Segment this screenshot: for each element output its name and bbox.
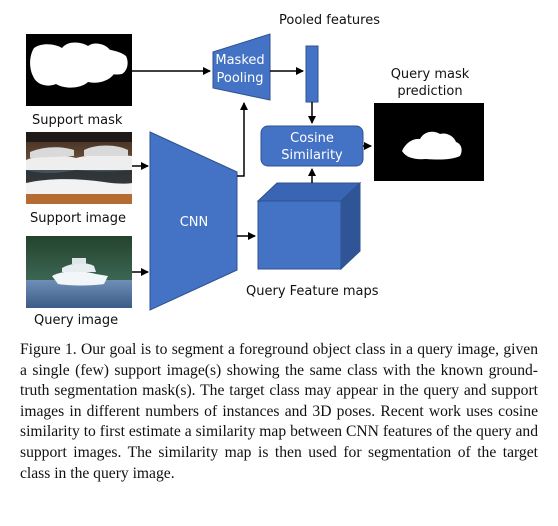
support-mask-image [26,34,132,106]
cnn-block: CNN [149,131,238,311]
cosine-similarity-label-line1: Cosine [290,131,334,146]
query-feature-maps-cube [256,181,362,271]
support-image [26,132,132,204]
figure-caption: Figure 1. Our goal is to segment a foreg… [20,341,538,482]
pooled-features-label: Pooled features [279,13,380,28]
pooled-features-bar [305,45,319,103]
support-mask-label: Support mask [32,113,123,128]
support-image-label: Support image [30,211,126,226]
query-mask-prediction-image [374,103,484,181]
cosine-similarity-block: Cosine Similarity [260,125,364,167]
arrow-cnn-to-pooling [237,102,248,177]
method-diagram: Pooled features Support mask Support ima… [26,13,484,328]
query-image [26,236,132,308]
masked-pooling-label-line2: Pooling [217,71,264,86]
arrows [132,67,372,276]
query-mask-prediction-label-line1: Query mask [391,67,470,82]
cnn-label: CNN [180,215,209,230]
query-mask-prediction-label-line2: prediction [397,84,462,99]
masked-pooling-label-line1: Masked [215,53,264,68]
cosine-similarity-label-line2: Similarity [281,148,343,163]
query-image-label: Query image [34,313,118,328]
masked-pooling-block: Masked Pooling [212,33,271,101]
query-feature-maps-label: Query Feature maps [246,284,379,299]
